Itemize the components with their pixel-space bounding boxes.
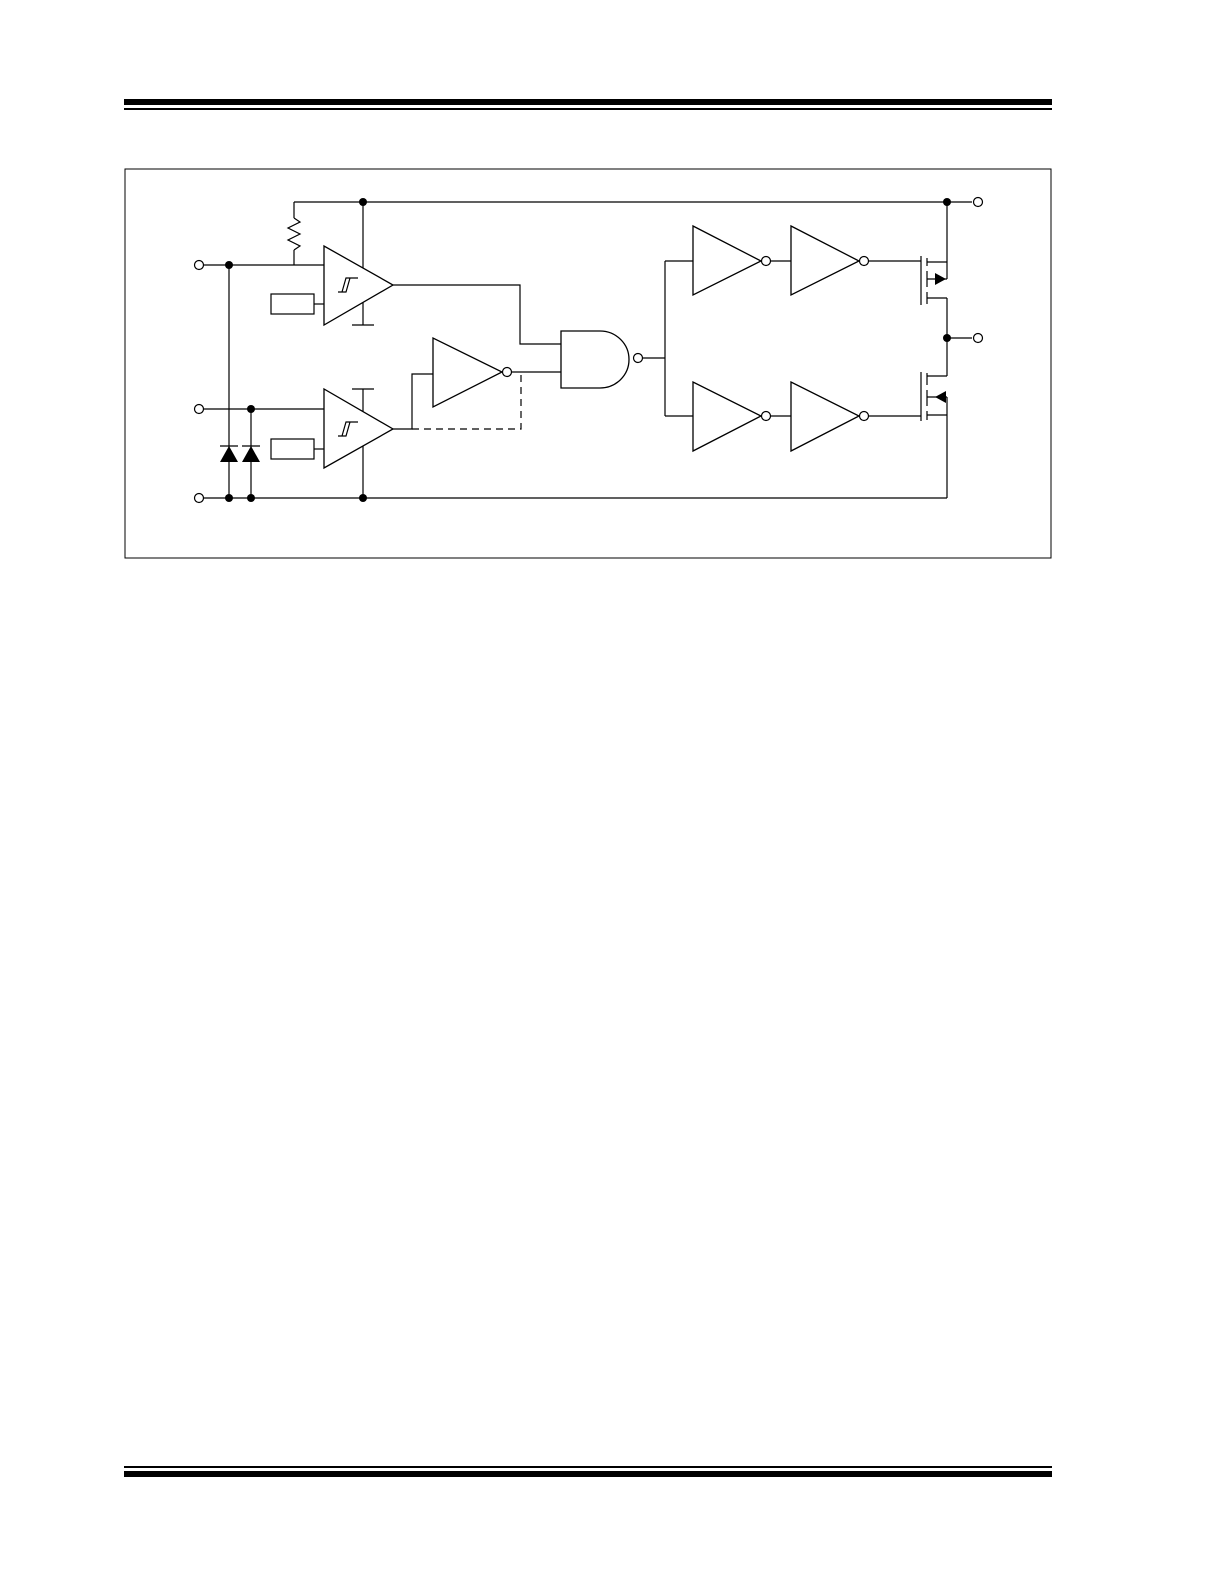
nmos-transistor (920, 372, 947, 421)
header-rule-thin (124, 108, 1052, 110)
reference-box-upper (270, 293, 315, 315)
input1-terminal (193, 259, 205, 271)
buffer-upper-1 (692, 224, 763, 297)
schmitt-comparator-upper (323, 244, 395, 327)
buffer-lower-2 (790, 380, 861, 453)
pmos-transistor (920, 256, 947, 305)
inverter-bubble (501, 366, 513, 378)
figure-frame (124, 168, 1052, 559)
optional-bypass-path (412, 372, 522, 430)
reference-box-lower (270, 438, 315, 460)
diode-left (220, 446, 238, 462)
pull-up-resistor (286, 217, 302, 251)
diode-right (242, 446, 260, 462)
input2-terminal (193, 403, 205, 415)
buffer-upper-2 (790, 224, 861, 297)
schmitt-comparator-lower (323, 387, 395, 470)
hysteresis-symbol-upper (338, 277, 358, 293)
output-terminal (972, 332, 984, 344)
ground-terminal (193, 492, 205, 504)
nand-bubble (632, 352, 644, 364)
nand-gate (560, 330, 630, 389)
footer-rule-thick (124, 1471, 1052, 1477)
buffer-lower-1 (692, 380, 763, 453)
header-rule-thick (124, 99, 1052, 105)
footer-rule-thin (124, 1466, 1052, 1468)
supply-terminal (972, 196, 984, 208)
hysteresis-symbol-lower (338, 421, 358, 437)
inverter (432, 336, 504, 409)
